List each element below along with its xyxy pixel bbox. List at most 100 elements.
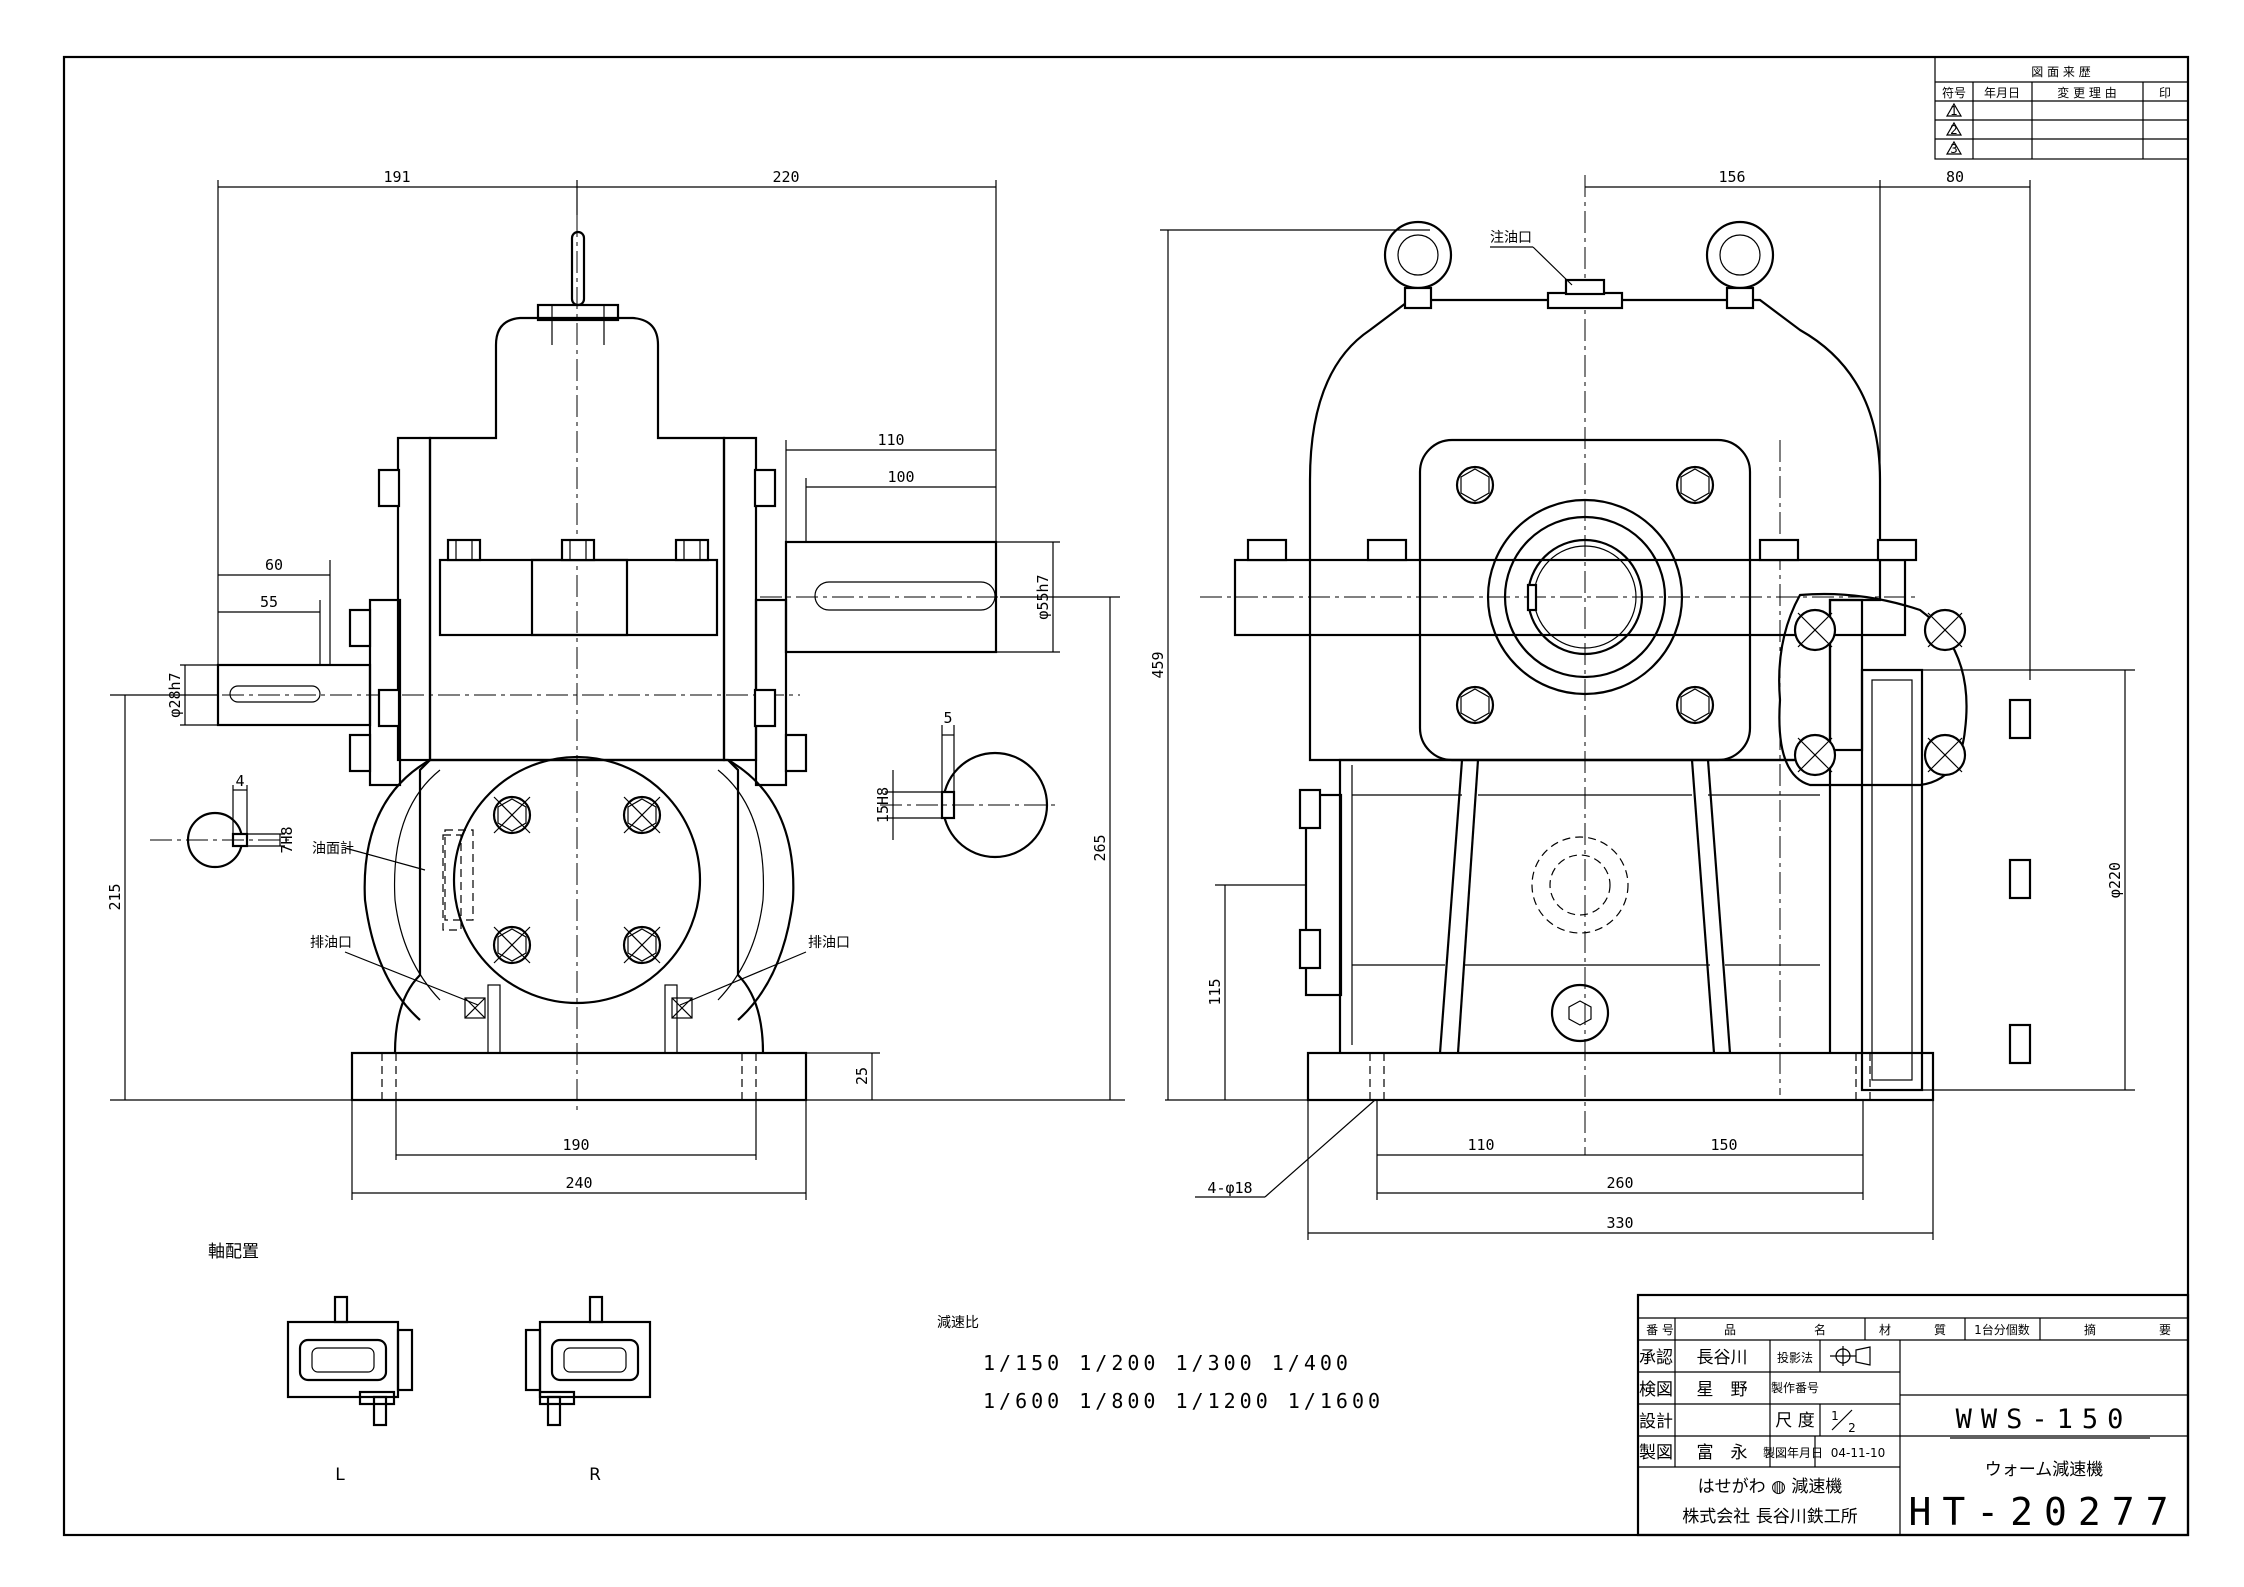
eye-bolt-right [1705,220,1775,310]
tb-date-value: 04-11-10 [1831,1446,1885,1460]
oil-gauge [444,829,474,921]
tb-approve-name: 長谷川 [1697,1348,1748,1368]
front-bolt [1675,465,1715,505]
side-bolt [753,468,777,508]
side-bolt [348,733,372,773]
tb-model: WWS-150 [1956,1404,2133,1435]
rev-header-reason: 変 更 理 由 [2057,85,2116,100]
tb-scale-label: 尺 度 [1775,1411,1814,1431]
rev-header-seal: 印 [2159,86,2171,100]
label-oil-inlet: 注油口 [1490,230,1532,246]
dim-110-base: 110 [1467,1136,1494,1154]
dim-150: 150 [1710,1136,1737,1154]
shaft-layout-r [524,1295,652,1427]
front-bolt [1366,538,1408,562]
dim-115: 115 [1206,978,1224,1005]
reduction-row-1: 1/150 1/200 1/300 1/400 [983,1351,1352,1375]
side-housing [428,316,726,762]
svg-text:3: 3 [1950,142,1958,156]
dim-110: 110 [877,431,904,449]
rev-symbol-3: 3 [1945,140,1963,156]
dim-15h8: 15H8 [874,787,892,823]
dim-phi28h7: φ28h7 [166,672,184,717]
tb-col-quality: 質 [1934,1322,1946,1337]
tb-check-name: 星 野 [1697,1380,1748,1400]
oil-inlet-plug [1546,278,1624,310]
dim-215: 215 [106,883,124,910]
shaft-layout-l [286,1295,414,1427]
side-bolt [446,538,482,562]
tb-number-label: 製作番号 [1771,1381,1819,1395]
drain-plug-front [1550,983,1610,1043]
svg-text:1: 1 [1950,104,1958,118]
front-bolt [1298,788,1322,830]
front-housing [1308,298,1882,762]
side-bolt [784,733,808,773]
side-cover-right [1860,668,1924,1092]
dim-5: 5 [943,709,952,727]
label-drain-right: 排油口 [808,935,850,951]
tb-col-name1: 品 [1724,1323,1736,1337]
front-view [1200,175,2032,1155]
keyway-detail-input [150,811,290,869]
revision-title: 図 面 来 歴 [2031,65,2090,79]
front-bolt [1758,538,1800,562]
dim-7h8: 7H8 [278,826,296,853]
dim-55: 55 [260,593,278,611]
rev-header-date: 年月日 [1984,86,2020,100]
dim-190: 190 [562,1136,589,1154]
projection-symbol-icon [1830,1346,1871,1366]
rev-symbol-2: 2 [1945,121,1963,137]
front-bolt [2008,1023,2032,1065]
front-bolt [2008,858,2032,900]
cover-bolt [492,795,532,835]
side-bolt [377,688,401,728]
front-bearing-outer [1486,498,1684,696]
revision-table: 図 面 来 歴 符号 年月日 変 更 理 由 印 1 2 3 [1934,56,2189,160]
tb-approve-label: 承認 [1639,1348,1673,1368]
front-bolt [1455,465,1495,505]
side-base [350,1051,808,1102]
tb-company: 株式会社 長谷川鉄工所 [1682,1507,1857,1527]
front-bolt [1455,685,1495,725]
tb-col-name2: 名 [1814,1322,1826,1337]
side-bolt [348,608,372,648]
sheet-border [62,55,2190,1537]
dimension-lines [110,180,2135,1240]
plate-bolt [1793,608,1837,652]
dim-156: 156 [1718,168,1745,186]
dim-191: 191 [383,168,410,186]
dim-220: 220 [772,168,799,186]
tb-col-no: 番 号 [1646,1323,1674,1337]
dim-phi55h7: φ55h7 [1034,574,1052,619]
output-shaft [784,540,998,654]
front-base [1306,1051,1935,1102]
shaft-layout-r-label: R [589,1465,601,1485]
tb-drawing-no: HT-20277 [1908,1490,2179,1534]
dim-265: 265 [1091,834,1109,861]
svg-text:2: 2 [1950,123,1958,137]
cover-bolt [622,795,662,835]
side-bolt [377,468,401,508]
dim-80: 80 [1946,168,1964,186]
rev-header-symbol: 符号 [1942,85,1966,100]
tb-date-label: 製図年月日 [1763,1446,1823,1460]
tb-brand: はせがわ ◍ 減速機 [1698,1477,1843,1497]
plate-bolt [1793,733,1837,777]
tb-col-remarks2: 要 [2159,1323,2171,1337]
dim-phi220: φ220 [2106,862,2124,898]
plate-bolt [1923,733,1967,777]
dim-4-phi18: 4-φ18 [1207,1179,1252,1197]
shaft-layout-l-label: L [335,1465,345,1485]
dim-330: 330 [1606,1214,1633,1232]
dim-459: 459 [1149,651,1167,678]
tb-scale-den: 2 [1848,1421,1856,1435]
cover-bolt [622,925,662,965]
side-breather [570,230,586,307]
dim-100: 100 [887,468,914,486]
tb-product-name: ウォーム減速機 [1985,1460,2104,1480]
tb-projection-label: 投影法 [1777,1350,1813,1365]
tb-col-qty: 1台分個数 [1974,1322,2030,1337]
shaft-layout-title: 軸配置 [208,1242,259,1262]
plate-bolt [1923,608,1967,652]
